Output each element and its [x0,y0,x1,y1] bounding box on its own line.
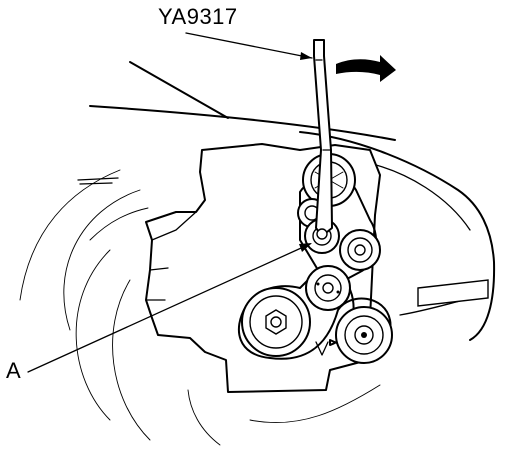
crankshaft-pulley [241,287,311,357]
callout-a-arrowhead [299,243,312,252]
power-steering-pulley [335,306,393,364]
hood-edge-line [89,105,396,141]
wheel-arch-curve-7 [89,207,149,241]
callout-a-leader-line [27,243,311,373]
alternator-pulley [339,229,381,271]
water-pump-pulley [305,265,351,311]
hood-strut-line [129,61,229,119]
wheel-arch-curve-6 [19,169,121,301]
wheel-arch-curve-1 [63,189,141,331]
wheel-arch-curve-4 [187,389,221,446]
callout-a-label: A [6,358,21,383]
bumper-slot [417,279,489,307]
wheel-arch-curve-3 [112,279,151,441]
engine-block-rib [145,267,169,301]
wheel-arch-curve-5 [249,384,381,424]
fender-outline [299,131,496,341]
belt-guide [315,341,329,356]
tool-number-label: YA9317 [158,4,238,29]
engine-block-detail [151,199,206,241]
tool-leader-line [185,32,313,59]
arrow-right-icon [336,55,396,82]
tool-leader-arrowhead [300,52,312,60]
tensioner-tool [313,39,333,240]
wheel-arch-curve-2 [75,249,111,421]
small-bracket [77,177,119,185]
